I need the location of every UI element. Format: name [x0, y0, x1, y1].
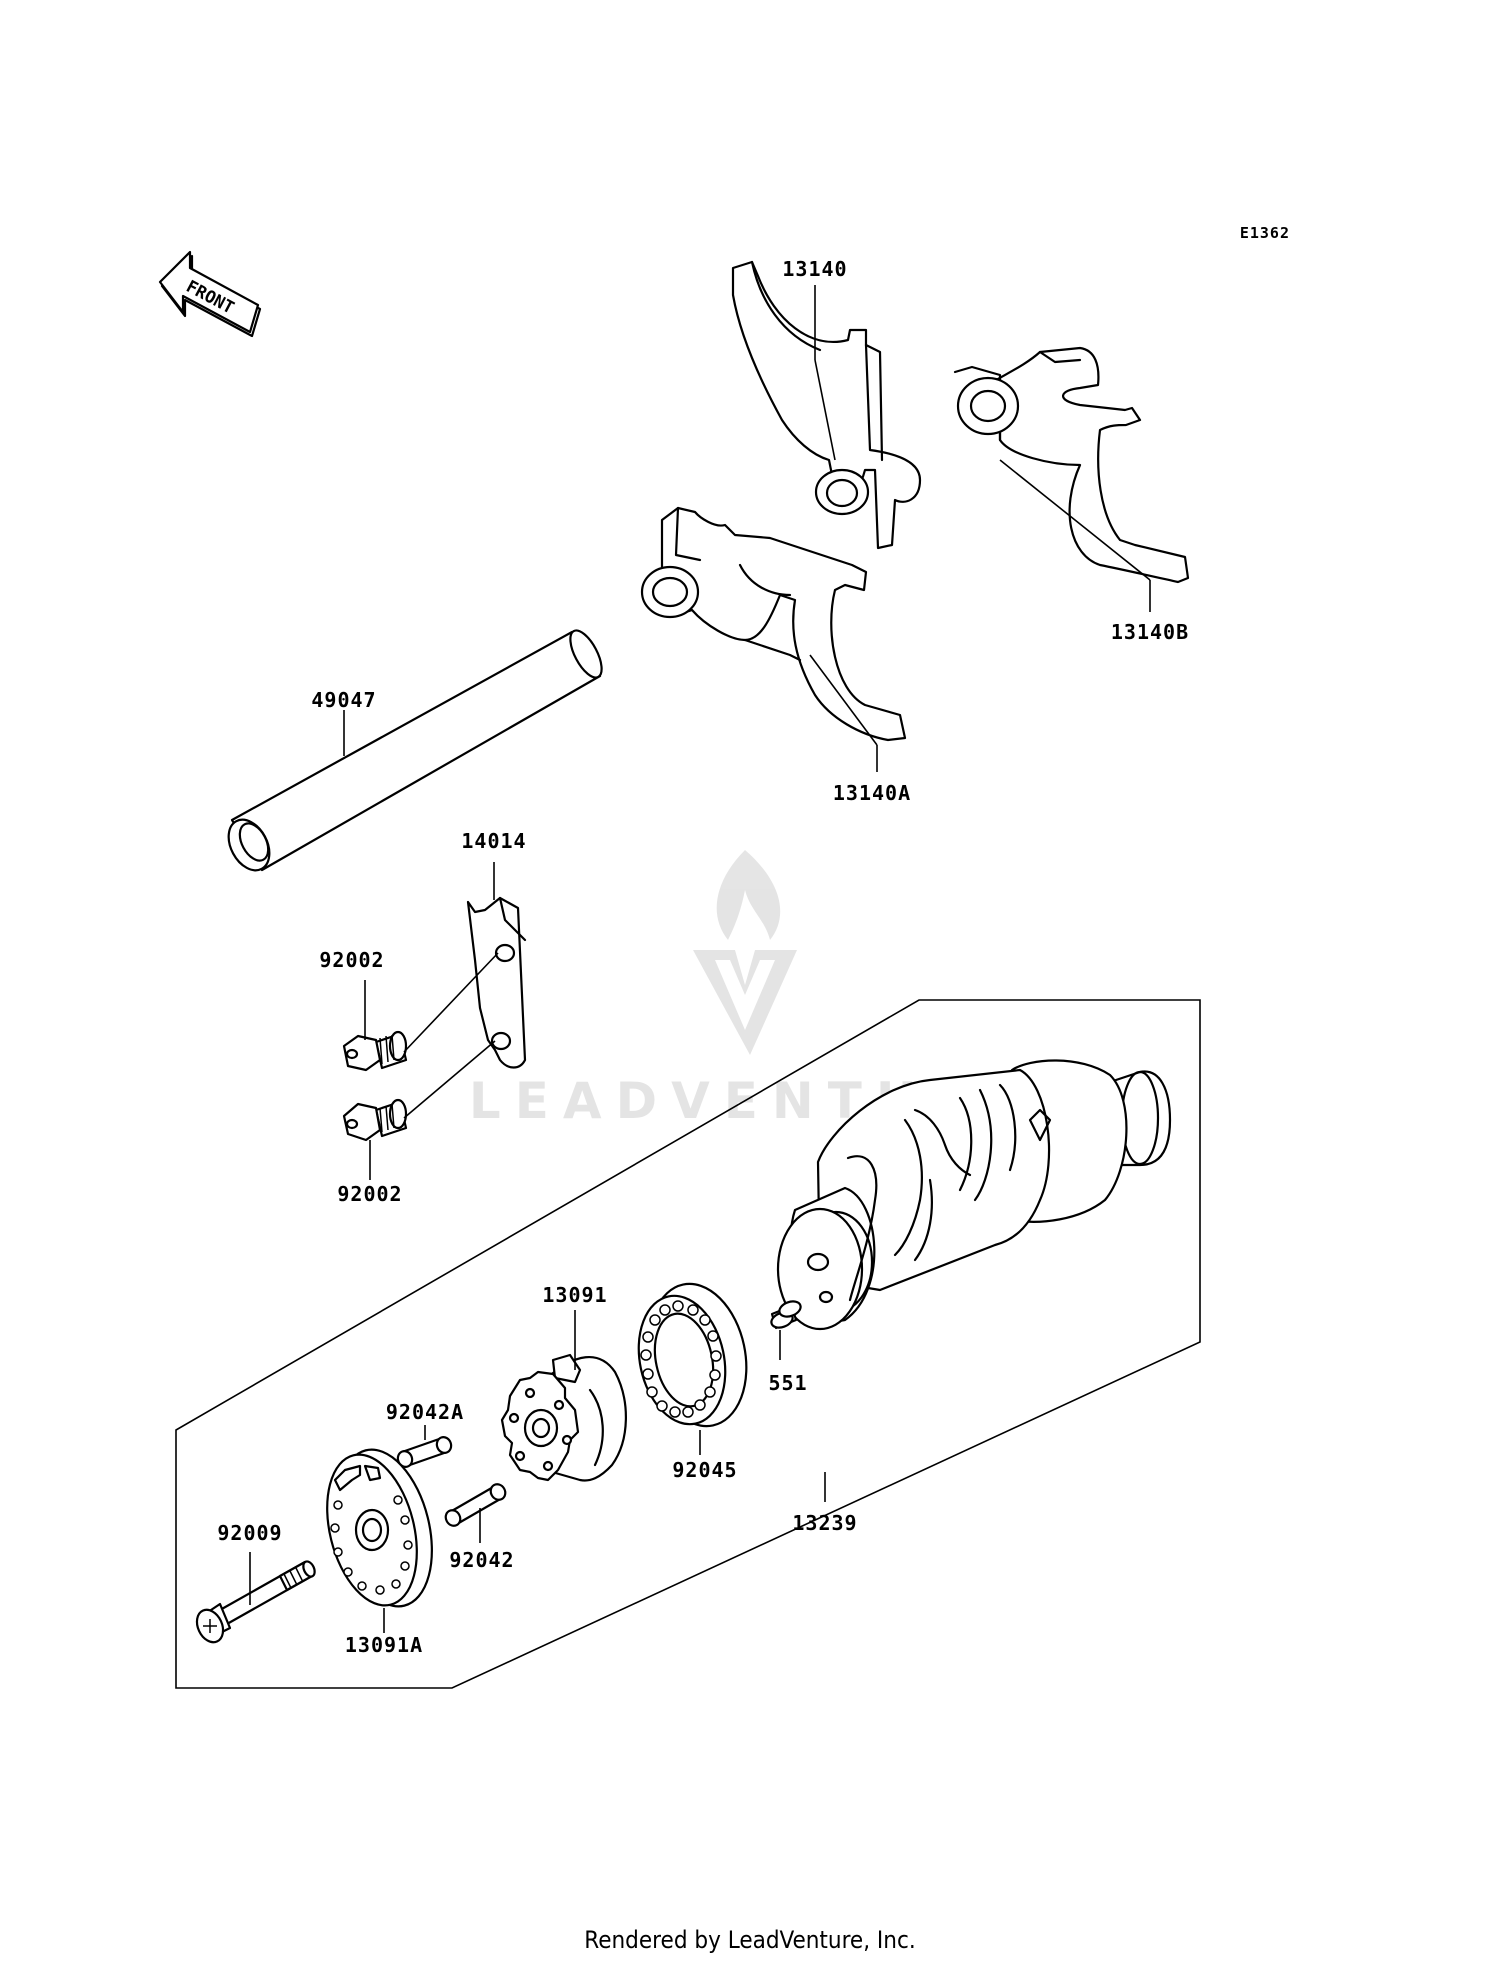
part-label-92045: 92045 [672, 1458, 737, 1482]
part-label-92002-top: 92002 [319, 948, 384, 972]
part-label-14014: 14014 [461, 829, 526, 853]
part-label-13239: 13239 [792, 1511, 857, 1535]
part-label-13091: 13091 [542, 1283, 607, 1307]
part-label-13140: 13140 [782, 257, 847, 281]
shift-fork-13140b [953, 346, 1190, 584]
footer-credit: Rendered by LeadVenture, Inc. [584, 1926, 915, 1954]
cam-gear-13091 [500, 1353, 627, 1482]
shift-fork-13140 [731, 260, 922, 550]
shift-fork-13140a [640, 506, 907, 742]
bolt-92002-bottom [342, 1098, 408, 1142]
part-label-13140b: 13140B [1111, 620, 1189, 644]
pin-551 [770, 1300, 802, 1330]
leader-lines [249, 285, 1151, 1633]
part-label-92002-bottom: 92002 [337, 1182, 402, 1206]
cam-plate-13091a [326, 1448, 433, 1608]
screw-92009 [195, 1560, 316, 1644]
shift-rod-49047 [227, 629, 603, 872]
part-label-49047: 49047 [311, 688, 376, 712]
part-label-13091a: 13091A [345, 1633, 423, 1657]
part-label-92042a: 92042A [386, 1400, 464, 1424]
watermark-logo-icon [693, 850, 797, 1055]
assembly-frame-13239 [175, 999, 1201, 1689]
part-label-92042: 92042 [449, 1548, 514, 1572]
plate-14014 [466, 896, 527, 1069]
pin-92042a [396, 1436, 453, 1468]
part-label-13140a: 13140A [833, 781, 911, 805]
diagram-code: E1362 [1240, 224, 1290, 242]
part-label-551: 551 [768, 1371, 807, 1395]
pin-92042 [444, 1483, 507, 1527]
part-label-92009: 92009 [217, 1521, 282, 1545]
shift-drum [776, 1059, 1172, 1331]
bolt-92002-top [342, 1030, 408, 1072]
bearing-92045 [637, 1282, 748, 1428]
front-arrow-icon: FRONT [158, 250, 262, 338]
